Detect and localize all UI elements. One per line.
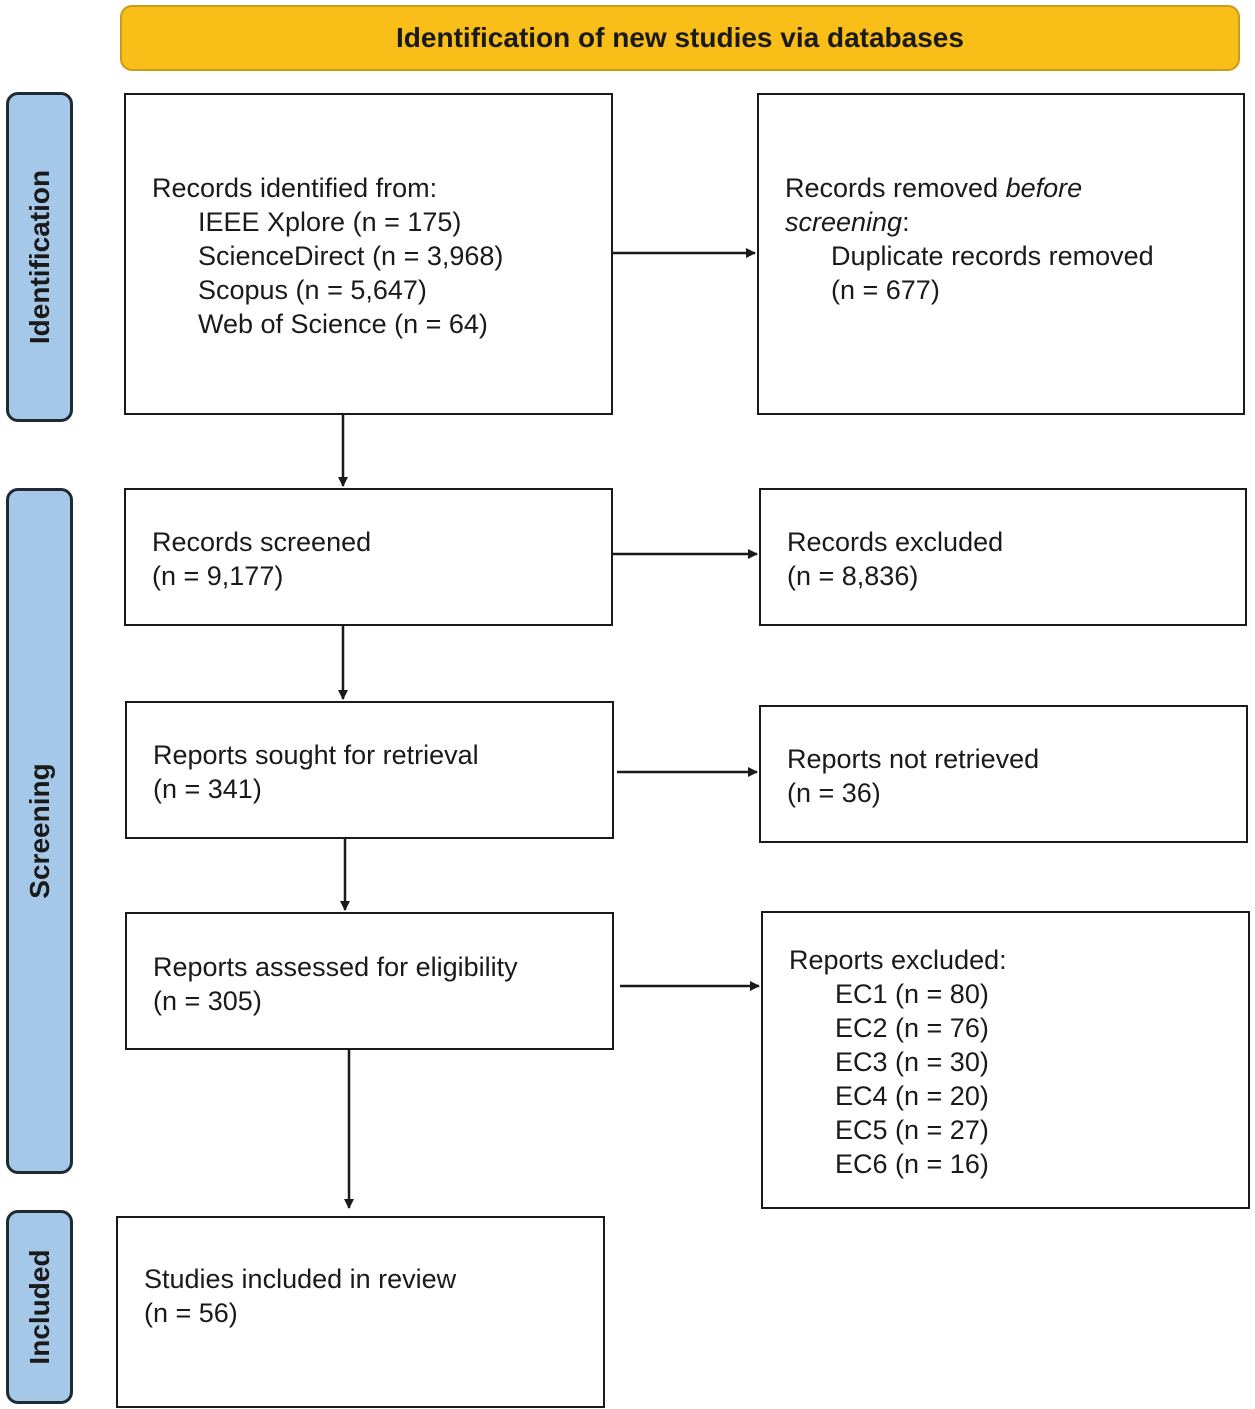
reports-assessed-box: Reports assessed for eligibility (n = 30…	[125, 912, 614, 1050]
records-excluded-box: Records excluded (n = 8,836)	[759, 488, 1247, 626]
reports-not-retrieved-label: Reports not retrieved	[787, 744, 1040, 774]
source-item: Scopus (n = 5,647)	[198, 275, 427, 305]
exclusion-criterion: EC2 (n = 76)	[835, 1013, 989, 1043]
duplicate-records-label: Duplicate records removed	[831, 241, 1154, 271]
studies-included-label: Studies included in review	[144, 1264, 457, 1294]
records-excluded-label: Records excluded	[787, 527, 1004, 557]
exclusion-criterion: EC6 (n = 16)	[835, 1149, 989, 1179]
exclusion-criterion: EC5 (n = 27)	[835, 1115, 989, 1145]
reports-sought-label: Reports sought for retrieval	[153, 740, 479, 770]
exclusion-criterion: EC3 (n = 30)	[835, 1047, 989, 1077]
exclusion-criterion: EC1 (n = 80)	[835, 979, 989, 1009]
phase-identification: Identification	[6, 92, 73, 422]
phase-included: Included	[6, 1210, 73, 1404]
reports-assessed-count: (n = 305)	[153, 986, 262, 1016]
records-removed-box: Records removed before screening: Duplic…	[757, 93, 1245, 415]
records-identified-heading: Records identified from:	[152, 173, 438, 203]
reports-sought-count: (n = 341)	[153, 774, 262, 804]
reports-not-retrieved-count: (n = 36)	[787, 778, 881, 808]
records-screened-count: (n = 9,177)	[152, 561, 284, 591]
reports-assessed-label: Reports assessed for eligibility	[153, 952, 518, 982]
source-item: ScienceDirect (n = 3,968)	[198, 241, 504, 271]
source-item: Web of Science (n = 64)	[198, 309, 488, 339]
studies-included-box: Studies included in review (n = 56)	[116, 1216, 605, 1408]
header-title: Identification of new studies via databa…	[396, 22, 964, 53]
records-removed-heading: Records removed before	[785, 173, 1083, 203]
records-excluded-count: (n = 8,836)	[787, 561, 919, 591]
phase-screening: Screening	[6, 488, 73, 1174]
records-identified-box: Records identified from: IEEE Xplore (n …	[124, 93, 613, 415]
records-screened-label: Records screened	[152, 527, 372, 557]
reports-not-retrieved-box: Reports not retrieved (n = 36)	[759, 705, 1248, 843]
studies-included-count: (n = 56)	[144, 1298, 238, 1328]
exclusion-criterion: EC4 (n = 20)	[835, 1081, 989, 1111]
records-screened-box: Records screened (n = 9,177)	[124, 488, 613, 626]
reports-excluded-heading: Reports excluded:	[789, 945, 1007, 975]
source-item: IEEE Xplore (n = 175)	[198, 207, 462, 237]
reports-excluded-box: Reports excluded: EC1 (n = 80) EC2 (n = …	[761, 911, 1250, 1209]
reports-sought-box: Reports sought for retrieval (n = 341)	[125, 701, 614, 839]
diagram-header: Identification of new studies via databa…	[120, 5, 1240, 71]
duplicate-records-count: (n = 677)	[831, 275, 940, 305]
